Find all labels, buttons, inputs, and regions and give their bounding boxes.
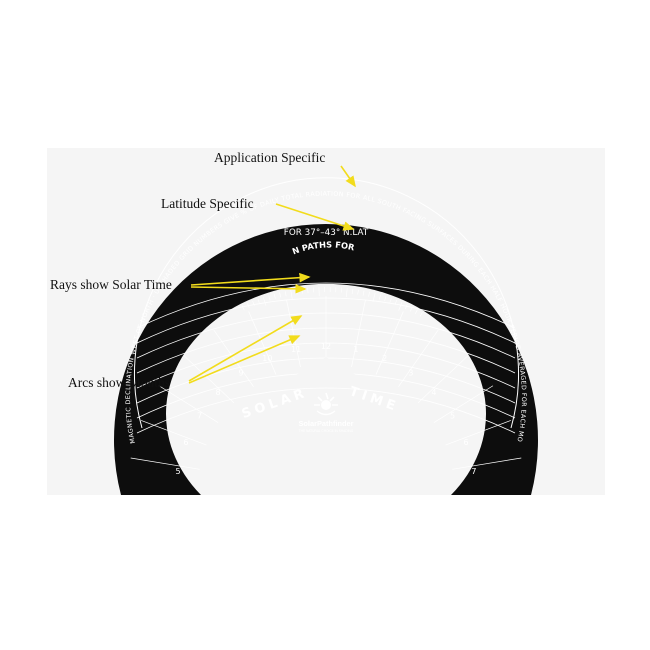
rim-tick xyxy=(357,289,359,295)
hour-ray xyxy=(417,354,469,404)
rim-tick xyxy=(345,288,348,298)
sun-logo-icon xyxy=(314,392,338,416)
hour-ray xyxy=(248,311,277,375)
sight-window xyxy=(281,357,371,388)
hour-label: 8 xyxy=(216,388,221,397)
arrow-latitude xyxy=(275,203,355,231)
brand-name: SolarPathfinder xyxy=(298,419,353,428)
rim-tick xyxy=(398,302,403,311)
rim-tick xyxy=(262,297,267,306)
hour-label: 6 xyxy=(183,438,188,447)
rim-tick xyxy=(384,296,387,302)
rim-ticks xyxy=(241,287,423,317)
arrow-rays-lower xyxy=(190,284,307,294)
hour-ray xyxy=(213,329,254,387)
rim-tick xyxy=(404,304,408,310)
callout-latitude-specific: Latitude Specific xyxy=(161,196,254,211)
rim-tick xyxy=(419,311,423,317)
rim-tick xyxy=(296,289,298,295)
hour-label: 4 xyxy=(431,388,436,397)
hour-ray xyxy=(141,420,207,446)
rim-tick xyxy=(389,298,392,303)
brand-tagline: THE NATURAL CHOICE IN SHADING xyxy=(299,429,354,433)
arrow-rays-upper xyxy=(190,272,311,286)
month-arc xyxy=(136,387,516,434)
hour-label: 5 xyxy=(450,411,455,420)
hour-ray xyxy=(183,354,235,404)
hour-label: 2 xyxy=(382,354,387,363)
disc-body xyxy=(113,223,538,495)
hour-ray xyxy=(445,420,511,446)
hour-label: 3 xyxy=(408,368,413,377)
callout-application-specific: Application Specific xyxy=(214,150,326,165)
time-label: TIME xyxy=(347,384,401,415)
hour-ray xyxy=(130,457,200,470)
rim-tick xyxy=(290,290,293,300)
rim-tick xyxy=(368,291,370,297)
rim-tick xyxy=(284,291,287,297)
hour-ray xyxy=(375,311,404,375)
callout-rays-solar-time: Rays show Solar Time xyxy=(50,277,172,292)
hour-ray xyxy=(351,299,366,368)
hour-label: 10 xyxy=(262,354,272,363)
rim-ring xyxy=(134,177,519,429)
hour-label: 9 xyxy=(238,368,243,377)
month-arc xyxy=(136,282,516,329)
rim-tick xyxy=(273,293,276,299)
hour-ray xyxy=(433,385,494,423)
hour-ray xyxy=(286,299,301,368)
rim-tick xyxy=(378,294,381,300)
rim-tick xyxy=(279,292,282,298)
figure-panel: MAGNETIC DECLINATION WEST OF NORTH · UNS… xyxy=(47,148,605,495)
arrow-arcs-upper xyxy=(188,315,303,382)
rim-tick xyxy=(362,290,365,296)
hour-label: 12 xyxy=(321,342,331,351)
rim-tick xyxy=(257,298,260,304)
hour-label: 6 xyxy=(463,438,468,447)
rim-tick xyxy=(241,305,245,311)
arrow-application xyxy=(340,165,356,188)
hour-ray xyxy=(158,385,219,423)
callout-arcs-months: Arcs show Months xyxy=(68,375,171,390)
rim-tick xyxy=(415,309,418,314)
rim-tick xyxy=(268,295,271,301)
hour-label: 1 xyxy=(353,345,358,354)
callout-arrows xyxy=(188,165,356,384)
arrow-arcs-lower xyxy=(188,335,301,384)
hour-ray xyxy=(398,329,439,387)
hour-label: 11 xyxy=(291,345,301,354)
hour-label: 5 xyxy=(176,467,181,476)
hour-label: 7 xyxy=(197,411,202,420)
solar-label: SOLAR xyxy=(240,385,310,422)
sun-path-diagram: MAGNETIC DECLINATION WEST OF NORTH · UNS… xyxy=(47,148,538,495)
hour-label: 7 xyxy=(471,467,476,476)
hour-ray xyxy=(452,457,522,470)
rim-tick xyxy=(252,300,255,306)
disc-latitude: FOR 37°–43° N.LAT xyxy=(284,228,369,238)
rim-tick xyxy=(351,288,354,294)
